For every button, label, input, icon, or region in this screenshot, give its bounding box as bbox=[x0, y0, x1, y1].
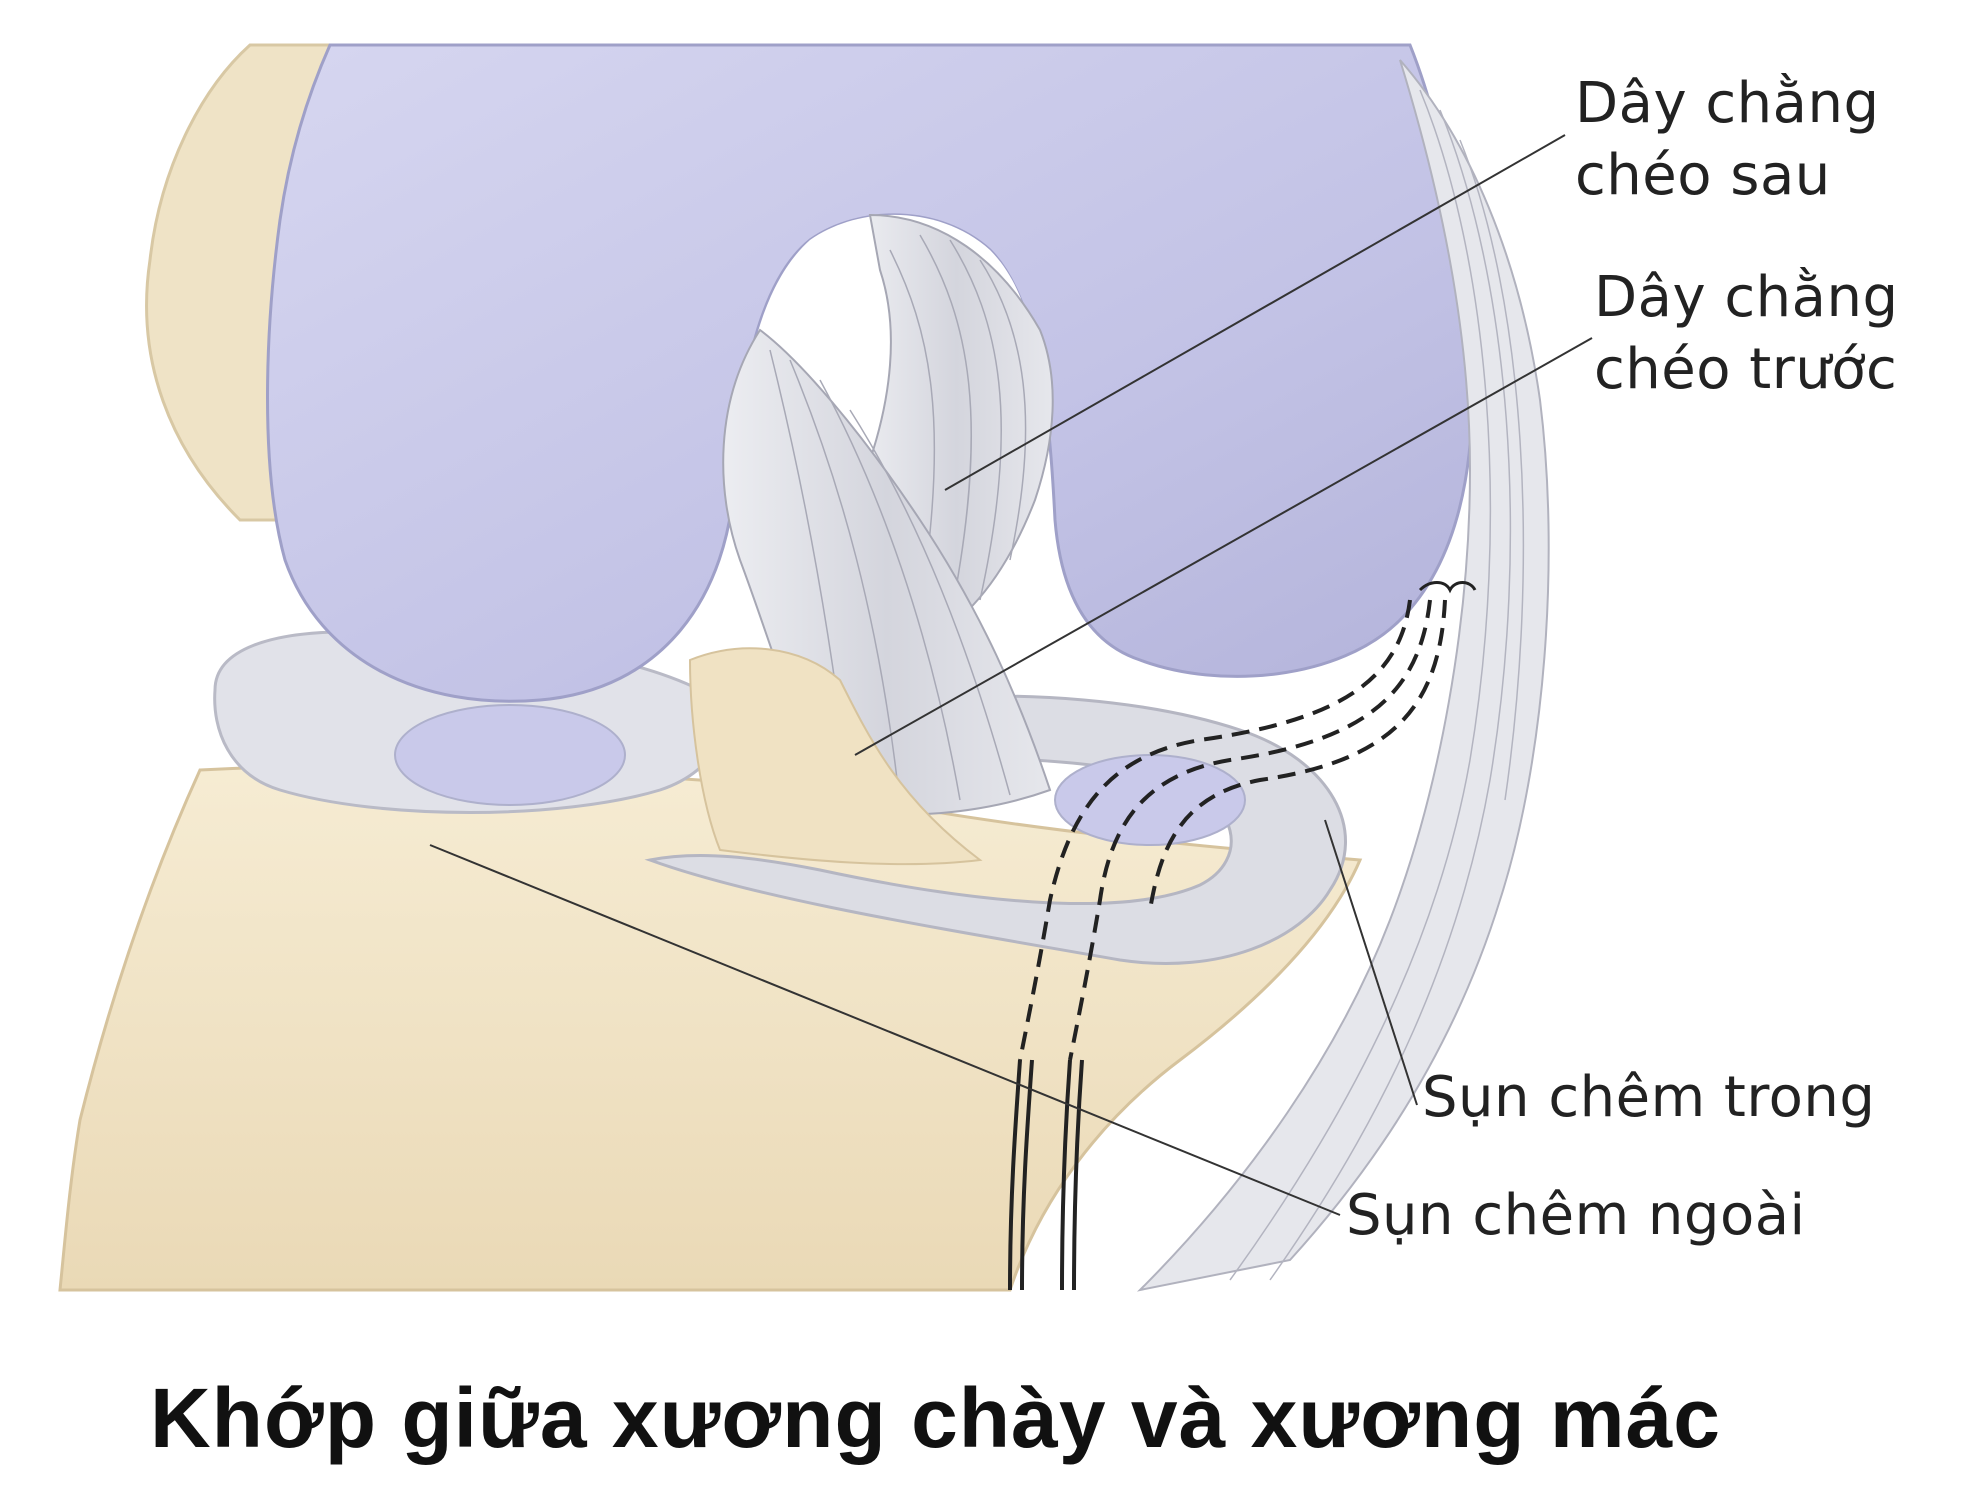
collateral-fibers bbox=[1229, 89, 1525, 1281]
figure-caption: Khớp giữa xương chày và xương mác bbox=[150, 1371, 1722, 1465]
label-posterior-cruciate-ligament: Dây chằng chéo sau bbox=[1575, 71, 1880, 208]
leader-lines bbox=[429, 134, 1593, 1216]
label-lateral-meniscus: Sụn chêm ngoài bbox=[1346, 1183, 1806, 1248]
leader-line-pcl bbox=[944, 134, 1566, 491]
label-medial-meniscus: Sụn chêm trong bbox=[1422, 1065, 1876, 1130]
tibial-eminence bbox=[688, 647, 983, 866]
leader-line-acl bbox=[854, 337, 1593, 756]
lateral-tibial-cartilage bbox=[394, 704, 626, 806]
medial-tibial-cartilage bbox=[1054, 754, 1246, 846]
meniscus-paths bbox=[1008, 581, 1477, 1291]
collateral-ligament bbox=[1136, 59, 1550, 1292]
label-anterior-cruciate-ligament: Dây chằng chéo trước bbox=[1594, 265, 1899, 402]
leader-line-lateral bbox=[429, 844, 1341, 1216]
leader-line-medial bbox=[1324, 819, 1418, 1106]
